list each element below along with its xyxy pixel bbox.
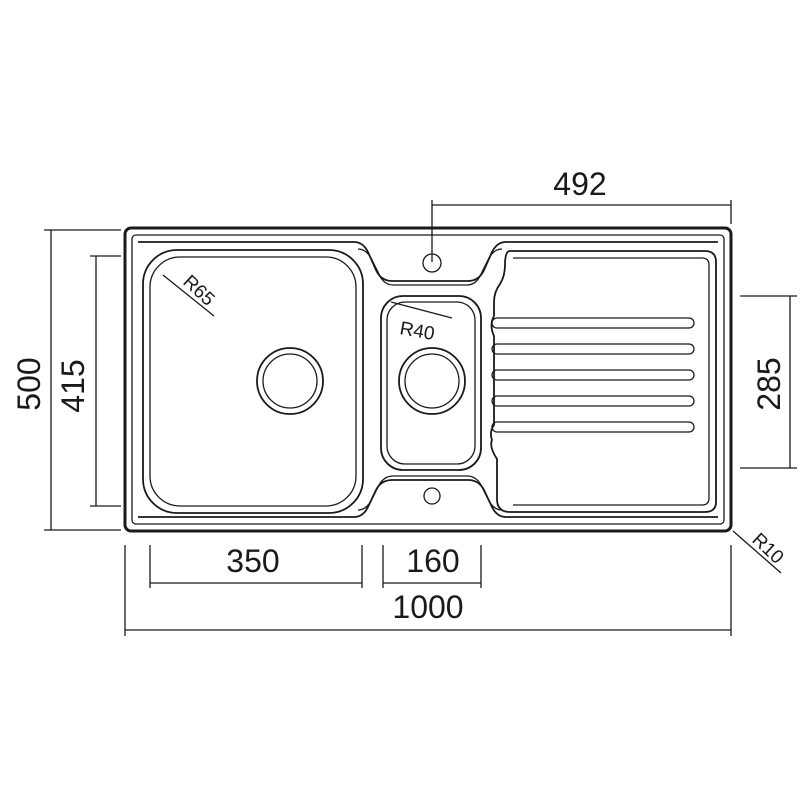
radius-main-bowl: R65: [179, 271, 219, 310]
radius-corner: R10: [748, 529, 788, 568]
main-bowl-waste-outer: [256, 347, 324, 415]
dim-overall-height: 500: [11, 357, 47, 410]
overflow-hole: [423, 487, 441, 505]
sink-inner-rim: [131, 234, 725, 525]
dim-overall-width: 1000: [392, 589, 463, 625]
top-tap-deck: [138, 241, 718, 286]
half-bowl-waste-outer: [398, 347, 466, 415]
drainer-groove: [491, 369, 695, 381]
dim-half-bowl-width: 160: [406, 543, 459, 579]
bottom-waste-deck: [138, 475, 718, 518]
half-bowl: [380, 295, 482, 471]
dim-tap-hole-offset: 492: [553, 166, 606, 202]
half-bowl-radius-leader: [390, 301, 453, 319]
dim-main-bowl-depth: 415: [55, 359, 91, 412]
dim-drainer-depth: 285: [751, 357, 787, 410]
main-bowl-radius-leader: [162, 274, 215, 317]
drainer-groove: [491, 395, 695, 407]
half-bowl-waste-inner: [404, 353, 460, 409]
main-bowl: [142, 249, 364, 514]
sink-outline: [123, 226, 733, 533]
drainer-groove: [491, 421, 695, 433]
radius-half-bowl: R40: [398, 318, 436, 345]
sink-outer-edge: [123, 226, 733, 533]
main-bowl-waste-inner: [262, 353, 318, 409]
dim-main-bowl-width: 350: [226, 543, 279, 579]
drainer-groove: [491, 317, 695, 329]
drainer-groove: [491, 343, 695, 355]
dimension-lines: [44, 200, 797, 636]
drainer-grooves: [491, 317, 695, 433]
drainer: [489, 250, 717, 513]
